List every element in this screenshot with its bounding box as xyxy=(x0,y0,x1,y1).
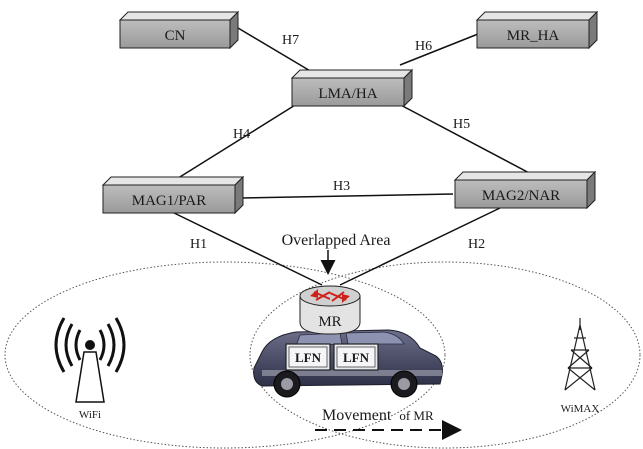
node-mr-ha: MR_HA xyxy=(475,10,599,50)
lfn-right-label: LFN xyxy=(343,350,370,365)
link-h3-label: H3 xyxy=(333,179,350,194)
node-lma-ha-label: LMA/HA xyxy=(318,86,377,102)
node-mr-ha-label: MR_HA xyxy=(507,28,560,44)
link-h1-label: H1 xyxy=(190,237,207,252)
wifi-label: WiFi xyxy=(79,409,101,421)
link-h7 xyxy=(237,27,313,73)
wimax-coverage-area xyxy=(249,261,641,449)
wimax-tower-icon xyxy=(564,318,596,391)
link-h1 xyxy=(169,210,323,286)
node-mag2-label: MAG2/NAR xyxy=(482,188,560,204)
link-h6 xyxy=(399,33,479,66)
node-cn-label: CN xyxy=(165,28,186,44)
link-h5 xyxy=(394,101,536,177)
wimax-label: WiMAX xyxy=(561,403,600,415)
link-h4 xyxy=(174,101,301,181)
overlap-area-label: Overlapped Area xyxy=(282,232,391,249)
wifi-coverage-area xyxy=(4,261,446,449)
lfn-right-box: LFN xyxy=(333,343,379,371)
node-mag1-label: MAG1/PAR xyxy=(132,193,206,209)
node-mag1: MAG1/PAR xyxy=(101,175,245,215)
movement-label-suffix: of MR xyxy=(399,408,434,423)
link-h5-label: H5 xyxy=(453,117,470,132)
lfn-left-label: LFN xyxy=(295,350,322,365)
mobile-router-icon xyxy=(299,285,361,335)
lfn-left-box: LFN xyxy=(285,343,331,371)
mobile-router-label: MR xyxy=(318,314,341,330)
node-mag2: MAG2/NAR xyxy=(453,170,597,210)
link-h2-label: H2 xyxy=(468,237,485,252)
wifi-antenna-icon xyxy=(54,317,126,403)
link-lines xyxy=(169,27,536,286)
link-h6-label: H6 xyxy=(415,39,432,54)
link-h2 xyxy=(339,207,501,286)
link-h7-label: H7 xyxy=(282,33,299,48)
movement-label-main: Movement xyxy=(322,407,392,424)
node-cn: CN xyxy=(118,10,240,50)
movement-label: Movement of MR xyxy=(322,407,434,424)
node-lma-ha: LMA/HA xyxy=(290,68,414,108)
link-h4-label: H4 xyxy=(233,127,250,142)
link-h3 xyxy=(239,193,454,199)
